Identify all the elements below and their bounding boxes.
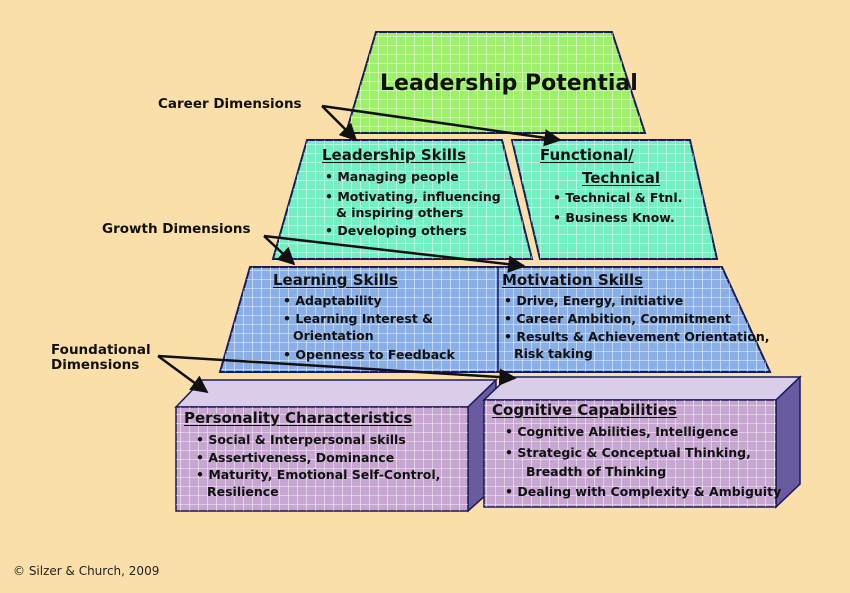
cognitive-item: Strategic & Conceptual Thinking, bbox=[505, 444, 751, 461]
functional-item: Business Know. bbox=[553, 209, 674, 226]
career-arrows bbox=[321, 104, 562, 147]
learning-skills-heading: Learning Skills bbox=[273, 271, 398, 289]
functional-item: Technical & Ftnl. bbox=[553, 189, 682, 206]
leadership-potential-title: Leadership Potential bbox=[380, 71, 638, 96]
motivation-skills-heading: Motivation Skills bbox=[502, 271, 644, 289]
learning-skills-item-cont: Orientation bbox=[293, 328, 374, 343]
personality-heading: Personality Characteristics bbox=[184, 409, 413, 427]
motivation-skills-item-cont: Risk taking bbox=[514, 346, 593, 361]
foundational-dimensions-label: Foundational Dimensions bbox=[51, 343, 151, 373]
learning-skills-item: Openness to Feedback bbox=[283, 346, 455, 363]
growth-arrows bbox=[263, 234, 526, 273]
personality-item: Social & Interpersonal skills bbox=[196, 431, 405, 448]
leadership-skills-item: Managing people bbox=[325, 168, 458, 185]
leadership-skills-item: Developing others bbox=[325, 222, 466, 239]
motivation-skills-item: Drive, Energy, initiative bbox=[504, 292, 683, 309]
cognitive-heading: Cognitive Capabilities bbox=[492, 401, 677, 419]
functional-heading-line1: Functional/ bbox=[540, 146, 634, 164]
personality-item-cont: Resilience bbox=[207, 484, 279, 499]
leadership-skills-item: Motivating, influencing bbox=[325, 188, 500, 205]
cognitive-item: Dealing with Complexity & Ambiguity bbox=[505, 483, 781, 500]
cognitive-item: Cognitive Abilities, Intelligence bbox=[505, 423, 738, 440]
leadership-skills-item-cont: & inspiring others bbox=[336, 205, 464, 220]
leadership-skills-heading: Leadership Skills bbox=[322, 146, 467, 164]
foundational-label-line2: Dimensions bbox=[51, 357, 140, 373]
learning-skills-item: Adaptability bbox=[283, 292, 381, 309]
personality-item: Maturity, Emotional Self-Control, bbox=[196, 466, 440, 483]
career-dimensions-label: Career Dimensions bbox=[158, 96, 302, 112]
foundational-label-line1: Foundational bbox=[51, 342, 151, 358]
cognitive-item-cont: Breadth of Thinking bbox=[526, 464, 667, 479]
foundational-arrows bbox=[157, 354, 517, 394]
copyright-notice: © Silzer & Church, 2009 bbox=[13, 564, 160, 578]
leadership-potential-block bbox=[344, 31, 647, 134]
motivation-skills-item: Career Ambition, Commitment bbox=[504, 310, 730, 327]
learning-skills-item: Learning Interest & bbox=[283, 310, 433, 327]
personality-item: Assertiveness, Dominance bbox=[196, 449, 394, 466]
motivation-skills-item: Results & Achievement Orientation, bbox=[504, 328, 769, 345]
growth-dimensions-label: Growth Dimensions bbox=[102, 221, 251, 237]
functional-heading-line2: Technical bbox=[582, 169, 660, 187]
